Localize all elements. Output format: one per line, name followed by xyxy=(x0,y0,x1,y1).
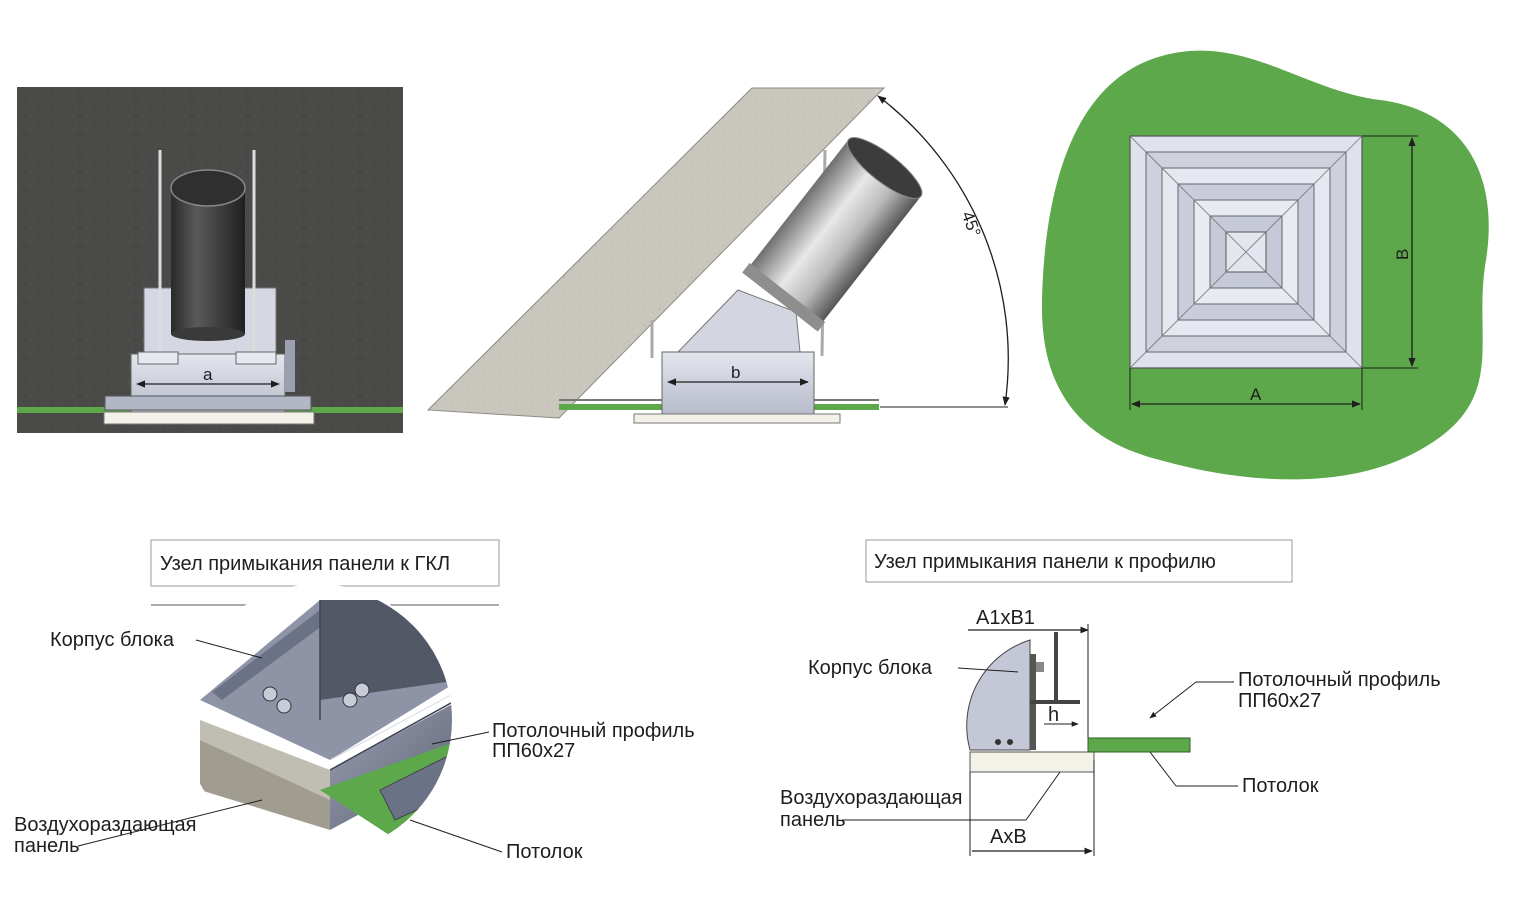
gkl-leader-housing xyxy=(195,639,263,659)
air-panel xyxy=(103,411,315,425)
profile-rail xyxy=(104,395,312,411)
label-A1B1: A1xB1 xyxy=(976,607,1035,629)
node-gkl-title-box xyxy=(150,539,500,587)
gkl-leader-profile xyxy=(431,731,490,745)
label-profile-2: ПП60х27 xyxy=(1238,690,1321,712)
housing-side-plate xyxy=(285,340,295,392)
node-profile-title-box xyxy=(865,539,1293,583)
dim-B-label: B xyxy=(1393,249,1412,260)
label-h: h xyxy=(1048,704,1059,726)
duct-pipe-bottom xyxy=(171,327,245,341)
air-panel-angled xyxy=(633,413,841,424)
front-view: a xyxy=(17,87,403,433)
label-panel-2: панель xyxy=(780,809,846,831)
node-profile: Узел примыкания панели к профилю A1xB1 h… xyxy=(780,539,1441,856)
label-housing: Корпус блока xyxy=(808,657,933,679)
gkl-label-panel-2: панель xyxy=(14,835,80,857)
leader-panel-2 xyxy=(1025,771,1061,821)
dim-A-label: A xyxy=(1250,385,1262,404)
angle-arc xyxy=(877,95,1010,406)
gkl-detail-circle xyxy=(183,585,453,855)
air-panel-node xyxy=(969,751,1095,773)
gkl-label-profile-2: ПП60х27 xyxy=(492,740,575,762)
sloped-slab xyxy=(426,87,886,419)
label-ceiling: Потолок xyxy=(1242,775,1319,797)
angle-label: 45° xyxy=(958,209,985,240)
gkl-label-housing: Корпус блока xyxy=(50,629,175,651)
leader-profile-2 xyxy=(1149,681,1197,719)
ceiling-board xyxy=(1087,737,1191,753)
dim-a-label: a xyxy=(203,365,213,384)
duct-pipe-top xyxy=(170,169,246,207)
mount-plate-right xyxy=(235,351,277,365)
leader-housing xyxy=(957,667,1019,673)
unit-housing-angled xyxy=(661,351,815,415)
label-panel-1: Воздухораздающая xyxy=(780,787,963,809)
gkl-label-ceiling: Потолок xyxy=(506,841,583,863)
gkl-label-panel-1: Воздухораздающая xyxy=(14,814,197,836)
gkl-label-profile-1: Потолочный профиль xyxy=(492,720,695,742)
gkl-leader-panel xyxy=(77,799,263,847)
label-AxB: AxB xyxy=(990,826,1027,848)
gkl-leader-ceiling xyxy=(409,819,503,853)
node-profile-title: Узел примыкания панели к профилю xyxy=(874,551,1216,573)
dim-b-label: b xyxy=(731,363,740,382)
top-view: A B xyxy=(1041,50,1489,480)
profile-node-housing xyxy=(966,632,1080,751)
gkl-detail-outline xyxy=(182,584,454,856)
duct-pipe xyxy=(171,188,245,334)
diffuser-grille xyxy=(1129,135,1363,369)
angled-view: b 45° xyxy=(426,87,1010,424)
mount-plate-left xyxy=(137,351,179,365)
leader-ceiling-2 xyxy=(1149,751,1177,787)
node-gkl-title: Узел примыкания панели к ГКЛ xyxy=(160,553,450,575)
label-profile-1: Потолочный профиль xyxy=(1238,669,1441,691)
node-gkl: Узел примыкания панели к ГКЛ Корпус блок… xyxy=(14,539,695,863)
